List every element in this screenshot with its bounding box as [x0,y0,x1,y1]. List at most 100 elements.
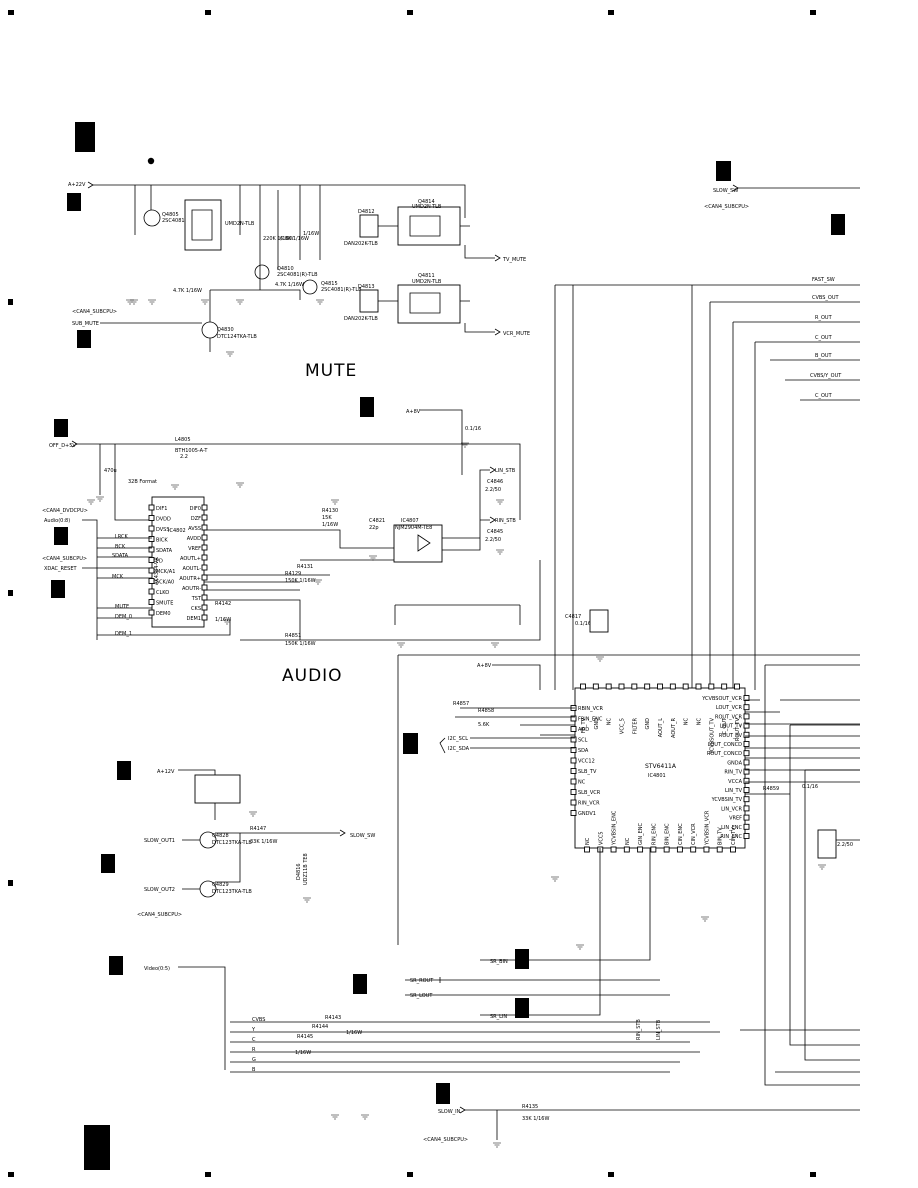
ground-icon [236,482,244,488]
q4816-box [184,199,222,251]
ic4802-pin-right [201,604,208,611]
ic4801-pin-label: RIN_ENC [720,834,742,840]
svg-text:220K 1/16W: 220K 1/16W [263,236,294,242]
svg-text:C4817: C4817 [565,614,581,620]
ic4801-pin-bottom [690,846,697,853]
svg-text:SR_LOUT: SR_LOUT [410,993,433,999]
svg-text:Audio(0:8): Audio(0:8) [44,518,70,524]
ground-icon [818,864,826,870]
ic4801-pin-top [644,683,651,690]
ground-icon [491,642,499,648]
ic4801-pin-right [743,823,750,830]
q4815-symbol [302,279,318,295]
svg-text:SLOW_IN: SLOW_IN [438,1109,461,1115]
svg-text:<CAN4_SUBCPU>: <CAN4_SUBCPU> [137,912,182,918]
ic4801-pin-label: C_OUT [722,717,728,735]
ic4801-pin-right [743,787,750,793]
svg-text:DTC123TKA-TLB: DTC123TKA-TLB [212,840,252,846]
ic4802-pin-label: AOUTR+ [179,576,201,582]
ic4802-pin-label: SMUTE [156,601,173,607]
ic4801-pin-label: YCVBSIN_TV [711,797,743,803]
ic4802-pin-right [201,554,208,561]
svg-text:UMD2N-TLB: UMD2N-TLB [412,279,442,285]
q4830-symbol [201,321,219,339]
svg-text:SR_ROUT: SR_ROUT [410,978,434,984]
ic4801-pin-label: AOUT_L [658,718,664,737]
svg-text:CVBS_OUT: CVBS_OUT [812,295,840,301]
ic4801-pin-right [743,768,750,775]
svg-text:32B Format: 32B Format [128,479,157,485]
ground-icon [331,499,339,505]
svg-text:33K 1/16W: 33K 1/16W [522,1116,549,1122]
svg-text:MUTE: MUTE [115,604,129,610]
ic4802-pin-label: MCK/A1 [156,569,175,575]
d4813 [359,289,379,313]
ic4801-pin-label: CIN_TV [731,827,737,845]
ic4802-pin-label: TST [191,596,202,602]
ic4801-pin-label: CIN_ENC [678,823,684,845]
svg-text:D4813: D4813 [358,284,375,290]
svg-text:4.7K 1/16W: 4.7K 1/16W [173,288,202,294]
svg-text:IC4807: IC4807 [401,518,419,524]
ic4801-pin-label: BIN_TV [718,827,724,845]
ic4802-pin-label: AOUTL+ [180,556,201,562]
ic4802-pin-left [148,504,155,511]
ic4801-pin-label: ROUT_VCR [715,714,743,720]
ic4801-pin-label: VCC12 [578,759,595,765]
ic4802-pin-label: CKS [191,606,201,612]
marker-main [75,122,95,152]
ground-icon [576,944,584,950]
svg-text:B: B [252,1067,256,1073]
net-tv-mute: TV_MUTE [502,257,526,263]
svg-text:L4805: L4805 [175,437,191,443]
c4817-part [589,609,609,633]
svg-text:SR_BIN: SR_BIN [490,959,508,965]
svg-text:Q4815: Q4815 [321,281,338,287]
svg-text:DAN202K-TLB: DAN202K-TLB [344,316,378,322]
ic4801-pin-top [580,683,586,690]
svg-text:6.8K 1/16W: 6.8K 1/16W [280,236,309,242]
ground-icon [397,642,405,648]
ic4801-pin-right [743,713,750,720]
ic4801-pin-left [570,757,577,764]
svg-text:DEM_1: DEM_1 [115,631,132,637]
svg-text:SLOW_OUT1: SLOW_OUT1 [144,838,175,844]
q4814-box [397,206,461,246]
svg-text:470u: 470u [104,468,117,474]
ic4802-pin-label: DVSS [156,527,170,533]
svg-text:AK4384-VR: AK4384-VR [154,557,160,585]
ic4801-pin-right [743,833,750,839]
ic4801-pin-bottom [650,846,657,853]
ic4801-pin-label: BIN_ENC [665,823,671,845]
ic4801-pin-label: NC [578,780,586,786]
ic4801-pin-label: GIN_ENC [638,823,644,845]
ic4801-pin-label: LIN_TV [725,788,743,794]
ground-icon [331,1114,339,1120]
ic4801-pin-left [570,726,577,732]
svg-text:SLOW_SW: SLOW_SW [350,833,375,839]
d4812 [359,214,379,238]
ic4801-pin-left [570,778,577,785]
audio-title: AUDIO [282,666,343,686]
svg-text:SLOW_OUT2: SLOW_OUT2 [144,887,175,893]
svg-text:DTC124TKA-TLB: DTC124TKA-TLB [217,334,257,340]
ic4801-pin-label: ROUT_TV [719,733,743,739]
svg-text:22p: 22p [369,525,379,531]
svg-text:IC4801: IC4801 [648,773,666,779]
svg-text:BCK: BCK [115,544,126,550]
ic4801-pin-left [570,810,577,816]
svg-text:A+12V: A+12V [157,769,175,775]
svg-text:2.2/50: 2.2/50 [485,487,501,493]
ic4801-pin-label: GND [594,718,600,730]
ic4801-pin-label: RIN_ENC [651,823,657,845]
ground-symbols [87,299,826,1148]
ic4802-pin-right [201,614,208,621]
svg-text:4.7K 1/16W: 4.7K 1/16W [275,282,304,288]
ground-icon [596,656,604,662]
net-a22v: A+22V [68,182,86,188]
ic4801-pin-left [570,736,577,743]
ic4801-pin-left [570,747,577,753]
svg-text:1/16W: 1/16W [303,231,319,237]
ground-icon [361,1114,369,1120]
ic4802-pin-label: CLKO [156,590,169,596]
